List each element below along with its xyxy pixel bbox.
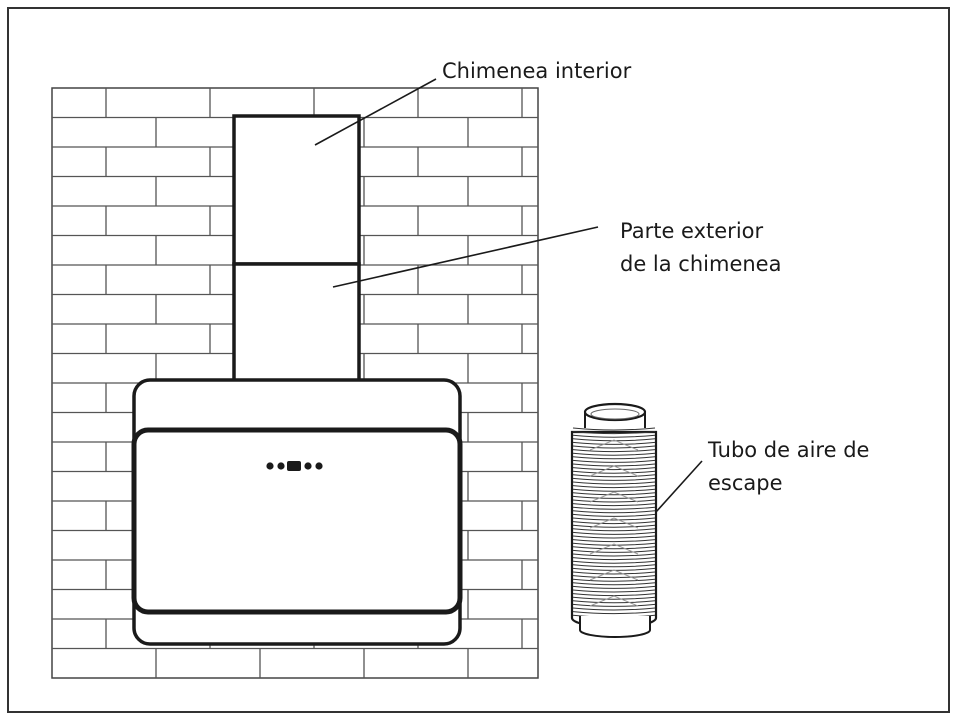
pipe-rib (572, 553, 656, 557)
pipe-rib (572, 510, 656, 514)
pipe-rib (572, 542, 656, 546)
exhaust-pipe-bottom-collar (579, 616, 651, 638)
range-hood-glass-panel (131, 427, 463, 615)
pipe-rib (572, 474, 656, 478)
pipe-highlight (589, 543, 639, 555)
pipe-rib (572, 585, 656, 589)
pipe-rib (572, 582, 656, 586)
inner-chimney-section (232, 114, 361, 266)
pipe-rib (572, 503, 656, 507)
exhaust-pipe-highlights (589, 439, 639, 607)
pipe-rib (572, 434, 656, 438)
control-button (315, 462, 323, 470)
pipe-highlight (589, 595, 639, 607)
pipe-rib (572, 560, 656, 564)
exhaust-pipe-top-collar (584, 412, 646, 428)
pipe-highlight (589, 491, 639, 503)
pipe-rib (572, 445, 656, 449)
pipe-rib (572, 517, 656, 521)
pipe-rib (572, 596, 656, 600)
pipe-rib (572, 549, 656, 553)
label-exhaust-pipe-line2: escape (708, 471, 783, 495)
pipe-rib (572, 611, 656, 615)
range-hood (131, 378, 463, 646)
pipe-rib (572, 481, 656, 485)
label-exhaust-pipe-line1: Tubo de aire de (707, 438, 869, 462)
pipe-rib (572, 467, 656, 471)
pipe-highlight (589, 569, 639, 581)
pipe-rib (572, 459, 656, 463)
pipe-highlight (589, 439, 639, 451)
pipe-rib (572, 492, 656, 496)
pipe-rib (572, 524, 656, 528)
label-inner-chimney: Chimenea interior (442, 59, 632, 83)
pipe-rib (572, 539, 656, 543)
pipe-rib (572, 488, 656, 492)
pipe-highlight (589, 517, 639, 529)
exhaust-pipe-top-opening (583, 402, 647, 422)
pipe-rib (572, 477, 656, 481)
control-button (266, 462, 274, 470)
pipe-rib (572, 438, 656, 442)
pipe-rib (572, 546, 656, 550)
pipe-rib (572, 575, 656, 579)
pipe-rib (572, 441, 656, 445)
exhaust-pipe-inner-rim (590, 408, 640, 420)
pipe-rib (572, 600, 656, 604)
pipe-rib (572, 427, 656, 431)
leader-line-inner-chimney (314, 78, 437, 146)
pipe-rib (572, 431, 656, 435)
label-outer-chimney-line2: de la chimenea (620, 252, 781, 276)
pipe-highlight (589, 465, 639, 477)
control-buttons (266, 461, 323, 471)
leader-line-exhaust-pipe (655, 460, 703, 513)
pipe-rib (572, 449, 656, 453)
pipe-rib (572, 607, 656, 611)
pipe-rib (572, 603, 656, 607)
pipe-rib (572, 578, 656, 582)
pipe-rib (572, 456, 656, 460)
pipe-rib (572, 495, 656, 499)
pipe-rib (572, 485, 656, 489)
pipe-rib (572, 557, 656, 561)
leader-lines (314, 78, 703, 513)
label-outer-chimney-line1: Parte exterior (620, 219, 764, 243)
pipe-rib (572, 564, 656, 568)
pipe-rib (572, 535, 656, 539)
pipe-rib (572, 589, 656, 593)
leader-line-outer-chimney (332, 226, 599, 288)
outer-chimney-section (232, 262, 361, 384)
pipe-rib (572, 521, 656, 525)
exhaust-pipe (570, 402, 658, 638)
control-button (277, 462, 285, 470)
pipe-rib (572, 513, 656, 517)
pipe-rib (572, 571, 656, 575)
pipe-rib (572, 470, 656, 474)
control-button (304, 462, 312, 470)
pipe-rib (572, 452, 656, 456)
pipe-rib (572, 499, 656, 503)
pipe-rib (572, 506, 656, 510)
pipe-rib (572, 528, 656, 532)
control-display (287, 461, 301, 471)
pipe-rib (572, 531, 656, 535)
